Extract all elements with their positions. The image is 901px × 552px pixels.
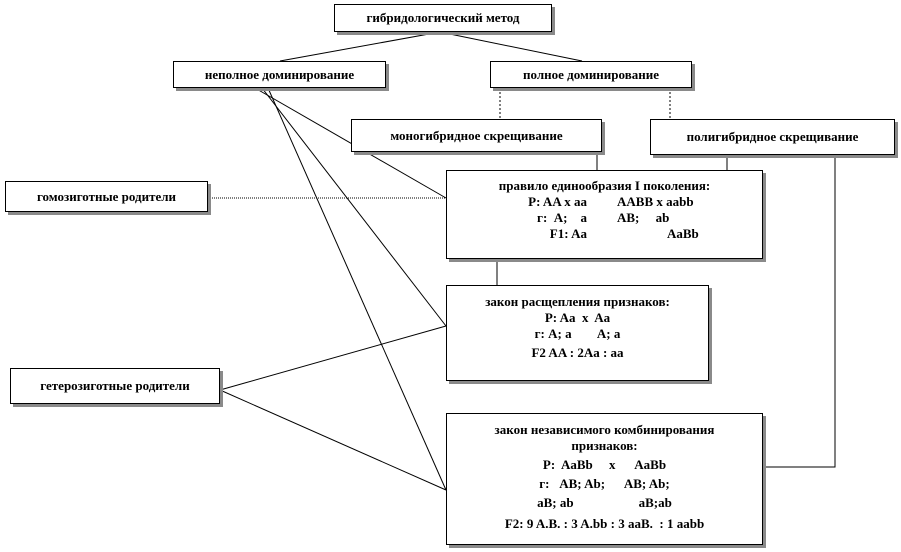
complete-dominance-box: полное доминирование <box>490 61 692 88</box>
segregation-line: P: Aa x Aa <box>544 310 611 325</box>
monohybrid-box: моногибридное скрещивание <box>351 119 602 152</box>
connector-heterozygous-segregation <box>219 325 447 391</box>
uniformity-cell: P: AA x aa <box>528 194 587 209</box>
uniformity-cell: AB; ab <box>617 210 670 225</box>
uniformity-row: г: A; a AB; ab <box>447 210 762 226</box>
independent-line: aB; ab aB;ab <box>537 495 672 510</box>
connector-incomplete-uniformity <box>254 87 447 199</box>
independent-line: г: AB; Ab; AB; Ab; <box>539 476 670 491</box>
uniformity-cell: AABB x aabb <box>617 194 694 209</box>
independent-line: P: AaBb x AaBb <box>542 457 667 472</box>
connector-heterozygous-independent <box>219 389 447 491</box>
polyhybrid-box: полигибридное скрещивание <box>650 119 895 155</box>
independent-title: закон независимого комбинирования <box>494 422 715 437</box>
incomplete-dominance-box: неполное доминирование <box>173 61 386 88</box>
uniformity-row: P: AA x aa AABB x aabb <box>447 194 762 210</box>
connector-title-complete <box>439 31 583 62</box>
homozygous-parents-box: гомозиготные родители <box>5 181 208 212</box>
segregation-title: закон расщепления признаков: <box>485 294 670 309</box>
uniformity-row: F1: Aa AaBb <box>447 226 762 242</box>
connector-title-incomplete <box>279 31 441 62</box>
segregation-law-box: закон расщепления признаков: P: Aa x Aa … <box>446 285 709 381</box>
uniformity-rule-box: правило единообразия I поколения: P: AA … <box>446 170 763 259</box>
connector-incomplete-segregation <box>261 87 447 327</box>
title-box: гибридологический метод <box>334 4 552 32</box>
segregation-line: F2 AA : 2Aa : aa <box>531 345 624 360</box>
uniformity-cell: AaBb <box>667 226 699 241</box>
connector-incomplete-independent <box>267 87 447 491</box>
uniformity-title: правило единообразия I поколения: <box>498 178 711 193</box>
heterozygous-parents-box: гетерозиготные родители <box>10 368 220 404</box>
uniformity-cell: F1: Aa <box>549 226 587 241</box>
uniformity-cell: г: A; a <box>537 210 587 225</box>
segregation-line: г: A; a A; a <box>534 326 621 341</box>
independent-law-box: закон независимого комбинирования призна… <box>446 413 763 545</box>
independent-line: F2: 9 A.B. : 3 A.bb : 3 aaB. : 1 aabb <box>504 516 705 531</box>
independent-title: признаков: <box>571 438 638 453</box>
connector-poly-independent <box>763 155 836 468</box>
